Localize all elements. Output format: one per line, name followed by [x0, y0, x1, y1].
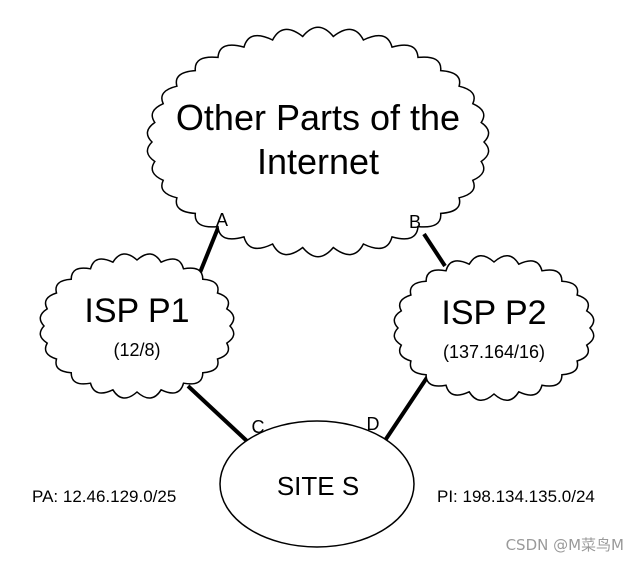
- link-d-isp-p2-site: [382, 368, 434, 444]
- site-s-node: [219, 420, 415, 548]
- point-a-label: A: [216, 210, 228, 230]
- link-c-isp-p1-site: [186, 384, 250, 444]
- csdn-watermark: CSDN @M菜鸟M: [506, 536, 624, 554]
- link-b-isp-p2: [422, 232, 447, 268]
- isp-p1-label: ISP P1: [84, 292, 189, 330]
- isp-p2-label: ISP P2: [441, 294, 546, 332]
- point-c-label: C: [252, 417, 265, 437]
- internet-cloud: [146, 26, 490, 258]
- isp-p1-prefix: (12/8): [113, 340, 160, 360]
- pa-address-label: PA: 12.46.129.0/25: [32, 487, 176, 506]
- internet-label-line1: Other Parts of the: [176, 97, 460, 138]
- point-b-label: B: [409, 212, 421, 232]
- isp-p2-cloud: [393, 255, 595, 401]
- pi-address-label: PI: 198.134.135.0/24: [437, 487, 595, 506]
- internet-label-line2: Internet: [257, 141, 379, 182]
- isp-p1-cloud: [39, 253, 235, 399]
- isp-p2-prefix: (137.164/16): [443, 342, 545, 362]
- point-d-label: D: [367, 414, 380, 434]
- site-s-label: SITE S: [277, 471, 359, 501]
- link-a-isp-p1: [197, 227, 220, 276]
